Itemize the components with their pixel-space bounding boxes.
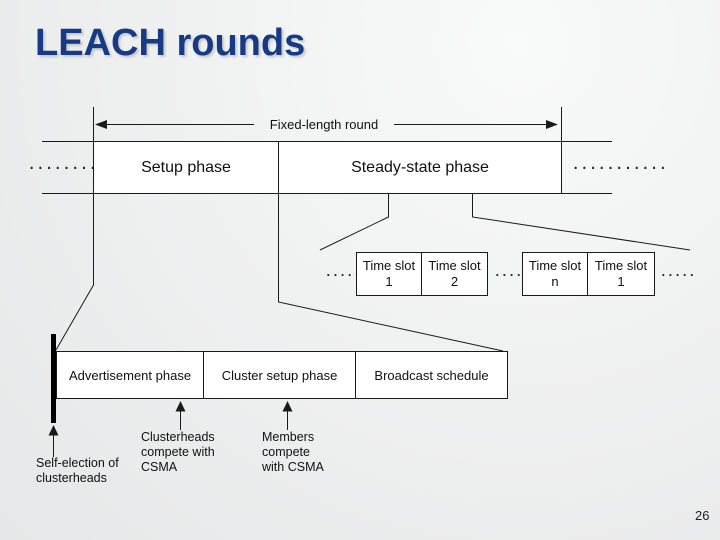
setup-phase-box: Setup phase (93, 141, 279, 194)
time-slot-1b-box: Time slot 1 (587, 252, 655, 296)
time-slot-1-label: Time slot (362, 258, 416, 273)
time-slot-n-index: n (551, 274, 559, 289)
time-slot-2-box: Time slot 2 (421, 252, 488, 296)
phase-row-right-ellipsis: ........... (572, 158, 668, 172)
cluster-setup-phase-label: Cluster setup phase (221, 367, 338, 383)
members-annotation: Members compete with CSMA (262, 430, 324, 475)
clusterheads-annotation: Clusterheads compete with CSMA (141, 430, 215, 475)
time-slot-trailing-ellipsis: ..... (660, 266, 696, 279)
time-slot-1b-index: 1 (617, 274, 625, 289)
clusterheads-up-arrow-icon (175, 401, 186, 430)
steady-state-phase-box: Steady-state phase (278, 141, 562, 194)
members-line2: compete (262, 445, 310, 459)
page-number: 26 (695, 508, 710, 523)
time-slot-1b-label: Time slot (594, 258, 648, 273)
self-election-up-arrow-icon (48, 425, 59, 457)
clusterheads-line3: CSMA (141, 460, 178, 474)
broadcast-schedule-box: Broadcast schedule (355, 351, 508, 399)
members-up-arrow-icon (282, 401, 293, 430)
time-slot-n-box: Time slot n (522, 252, 588, 296)
page-title: LEACH rounds (35, 22, 306, 64)
time-slot-1-box: Time slot 1 (356, 252, 422, 296)
self-election-line1: Self-election of (36, 456, 119, 470)
broadcast-schedule-label: Broadcast schedule (374, 367, 489, 383)
self-election-annotation: Self-election of clusterheads (36, 456, 119, 486)
time-slot-2-index: 2 (450, 274, 459, 289)
members-line1: Members (262, 430, 315, 444)
time-slot-n-label: Time slot (528, 258, 582, 273)
setup-phase-label: Setup phase (141, 158, 231, 176)
time-slot-middle-ellipsis: ..... (494, 266, 530, 279)
setup-phase-flare-lines (55, 193, 504, 352)
advertisement-phase-box: Advertisement phase (56, 351, 204, 399)
time-slot-1-index: 1 (385, 274, 393, 289)
members-line3: with CSMA (262, 460, 324, 474)
time-slot-2-label: Time slot (428, 258, 481, 273)
fixed-length-double-arrow-icon (95, 120, 558, 129)
self-election-line2: clusterheads (36, 471, 107, 485)
cluster-setup-phase-box: Cluster setup phase (203, 351, 356, 399)
steady-phase-flare-lines (319, 193, 691, 251)
fixed-length-round-label: Fixed-length round (269, 117, 379, 132)
setup-row-start-marker (51, 334, 56, 423)
steady-state-phase-label: Steady-state phase (351, 158, 489, 176)
time-slot-leading-ellipsis: ..... (325, 266, 361, 279)
advertisement-phase-label: Advertisement phase (68, 367, 192, 383)
clusterheads-line1: Clusterheads (141, 430, 215, 444)
clusterheads-line2: compete with (141, 445, 215, 459)
